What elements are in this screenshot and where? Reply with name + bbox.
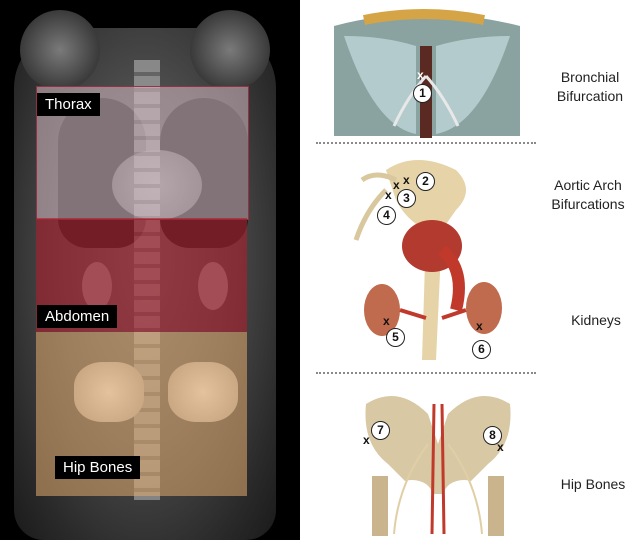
abdomen-label: Abdomen	[37, 305, 117, 328]
lungs-rendering	[324, 6, 530, 138]
marker-x-4: x	[385, 189, 392, 201]
marker-x-7: x	[363, 434, 370, 446]
hip-bones-landmark-label: Hip Bones	[550, 475, 636, 494]
landmark-marker-7: 7	[371, 421, 390, 440]
kidneys-label: Kidneys	[566, 311, 626, 330]
landmark-marker-2: 2	[416, 172, 435, 191]
landmark-marker-1: 1	[413, 84, 432, 103]
landmark-marker-5: 5	[386, 328, 405, 347]
marker-x-1: x	[417, 69, 424, 81]
landmark-marker-6: 6	[472, 340, 491, 359]
bronchial-bifurcation-label: Bronchial Bifurcation	[544, 68, 636, 106]
marker-x-3: x	[393, 179, 400, 191]
marker-x-6: x	[476, 320, 483, 332]
marker-x-8: x	[497, 441, 504, 453]
marker-x-2: x	[403, 174, 410, 186]
divider-1	[316, 142, 536, 144]
landmark-marker-4: 4	[377, 206, 396, 225]
aortic-arch-bifurcations-label: Aortic Arch Bifurcations	[540, 176, 636, 214]
landmark-marker-3: 3	[397, 189, 416, 208]
marker-x-5: x	[383, 315, 390, 327]
ct-scan-image: Thorax Abdomen Hip Bones	[0, 0, 300, 540]
divider-2	[316, 372, 536, 374]
pelvis-rendering	[358, 384, 518, 538]
hip-bones-label: Hip Bones	[55, 456, 140, 479]
thorax-label: Thorax	[37, 93, 100, 116]
bronchial-label-line2: Bifurcation	[557, 88, 623, 104]
left-shoulder	[20, 10, 100, 90]
aortic-label-line2: Bifurcations	[551, 196, 624, 212]
aortic-label-line1: Aortic Arch	[554, 177, 622, 193]
right-shoulder	[190, 10, 270, 90]
bronchial-label-line1: Bronchial	[561, 69, 619, 85]
